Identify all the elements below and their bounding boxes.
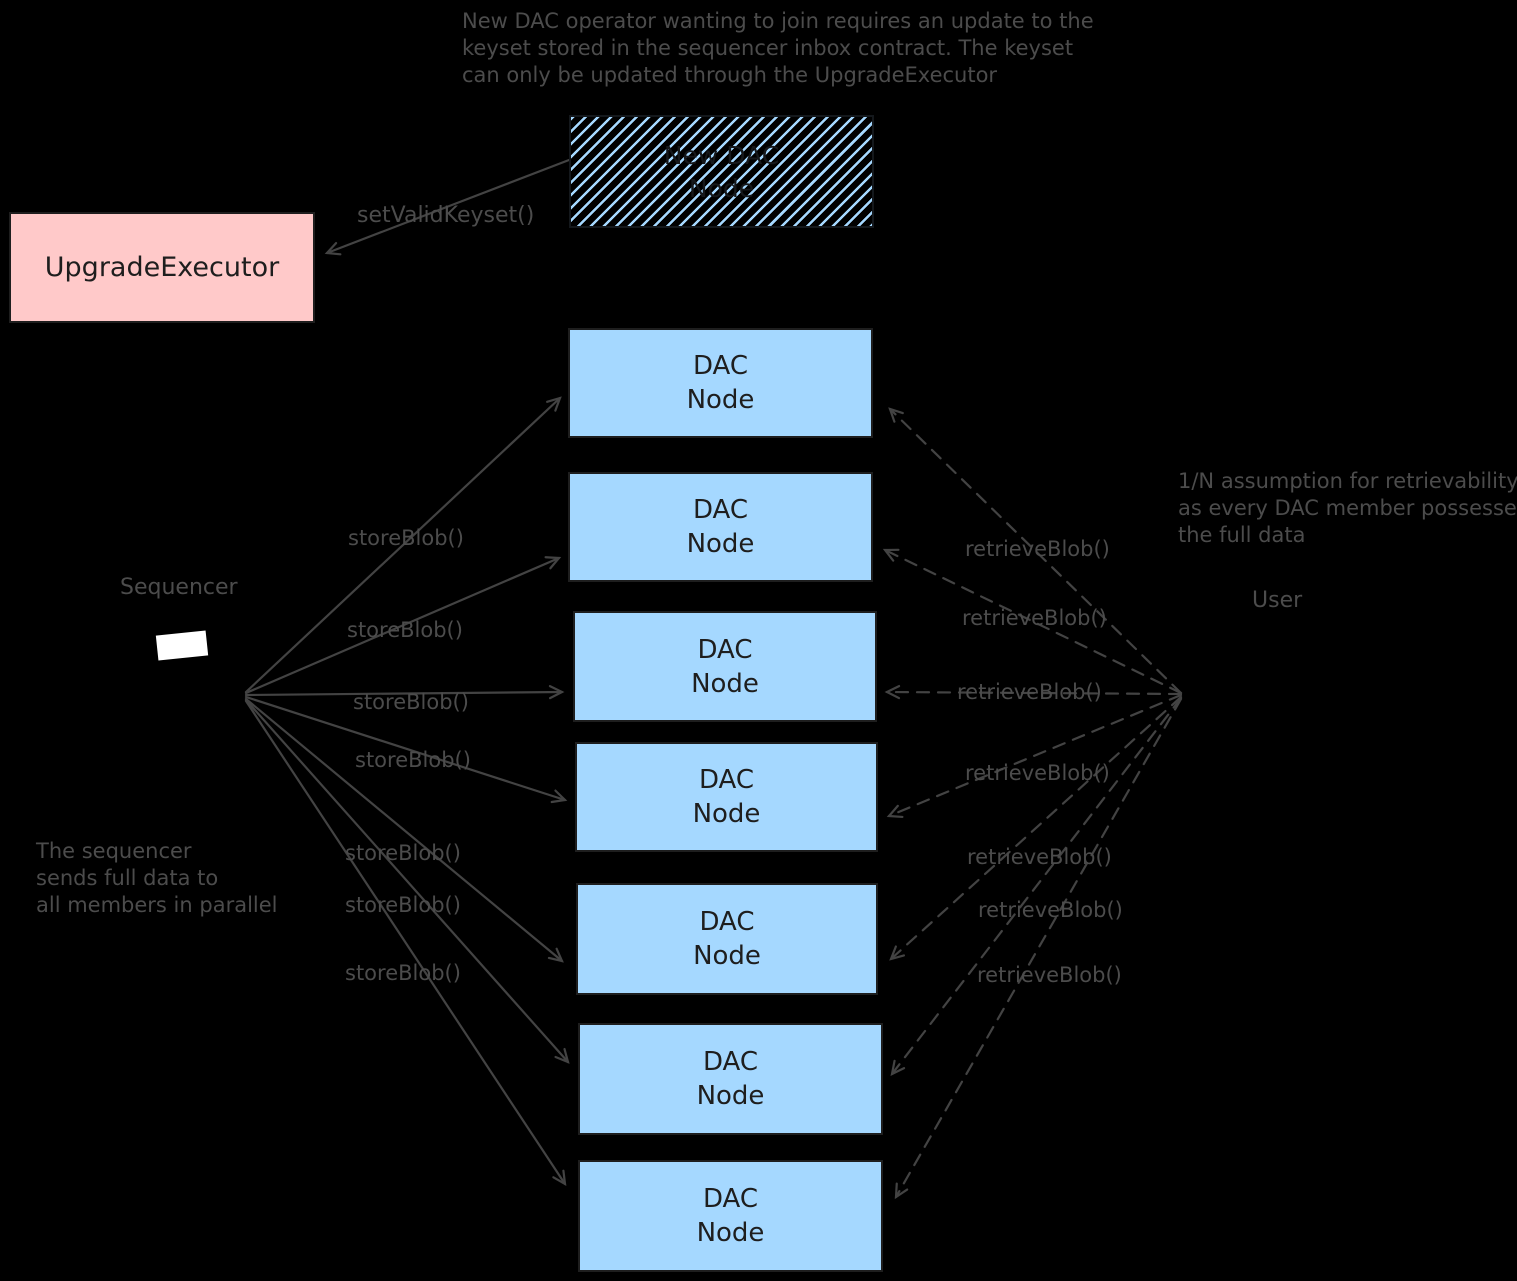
new-dac-node-label: Node xyxy=(688,173,755,203)
new-dac-node: New DAC Node xyxy=(569,115,874,228)
store-blob-arrow xyxy=(244,556,562,695)
dac-node-label: Node xyxy=(693,941,761,971)
store-blob-arrow xyxy=(244,695,568,804)
store-blob-arrow xyxy=(244,685,565,700)
store-blob-arrow xyxy=(244,698,570,1064)
dac-node-5: DAC Node xyxy=(576,883,878,995)
note-line: 1/N assumption for retrievability, xyxy=(1178,469,1517,493)
new-dac-node-label: New DAC xyxy=(663,140,780,170)
store-blob-label: storeBlob() xyxy=(345,893,461,917)
note-line: The sequencer xyxy=(36,839,192,863)
store-blob-label: storeBlob() xyxy=(347,618,463,642)
retrieve-blob-label: retrieveBlob() xyxy=(978,898,1123,922)
set-valid-keyset-arrow xyxy=(324,158,571,256)
note-line: the full data xyxy=(1178,523,1306,547)
retrieve-blob-arrow xyxy=(884,684,1183,700)
dac-node-4: DAC Node xyxy=(575,742,878,852)
note-line: as every DAC member possesses xyxy=(1178,496,1517,520)
retrieve-blob-arrow xyxy=(882,548,1183,695)
store-blob-label: storeBlob() xyxy=(348,526,464,550)
set-valid-keyset-label: setValidKeyset() xyxy=(357,203,535,228)
retrieve-blob-arrow xyxy=(889,695,1183,961)
store-blob-label: storeBlob() xyxy=(345,841,461,865)
dac-node-6: DAC Node xyxy=(578,1023,883,1135)
note-line: New DAC operator wanting to join require… xyxy=(462,9,1094,33)
retrieve-blob-arrow xyxy=(890,696,1183,1076)
retrieve-blob-arrow xyxy=(888,407,1183,695)
store-blob-arrow xyxy=(244,697,564,963)
dac-node-label: Node xyxy=(696,1218,765,1248)
store-blob-arrow xyxy=(244,699,567,1187)
note-line: all members in parallel xyxy=(36,893,278,917)
note-line: keyset stored in the sequencer inbox con… xyxy=(462,36,1074,60)
note-keyset-update: New DAC operator wanting to join require… xyxy=(462,8,1094,89)
retrieve-blob-arrow xyxy=(894,697,1183,1200)
note-retrievability: 1/N assumption for retrievability, as ev… xyxy=(1178,468,1517,549)
store-blob-arrow xyxy=(244,396,562,694)
dac-node-label: DAC xyxy=(699,907,755,937)
sequencer-label: Sequencer xyxy=(120,575,238,600)
upgrade-executor-label: UpgradeExecutor xyxy=(44,251,280,283)
upgrade-executor-node: UpgradeExecutor xyxy=(9,212,315,323)
dac-node-3: DAC Node xyxy=(573,611,877,722)
note-parallel-send: The sequencer sends full data to all mem… xyxy=(36,838,278,919)
store-blob-label: storeBlob() xyxy=(345,961,461,985)
retrieve-blob-label: retrieveBlob() xyxy=(962,606,1107,630)
dac-node-label: Node xyxy=(691,668,759,699)
dac-node-label: DAC xyxy=(692,495,749,525)
dac-node-label: Node xyxy=(692,799,761,829)
note-line: sends full data to xyxy=(36,866,219,890)
dac-node-label: Node xyxy=(686,529,755,559)
note-line: can only be updated through the UpgradeE… xyxy=(462,63,998,87)
dac-node-label: Node xyxy=(686,385,755,415)
dac-node-label: DAC xyxy=(698,765,755,795)
user-label: User xyxy=(1252,588,1303,613)
retrieve-blob-label: retrieveBlob() xyxy=(977,963,1122,987)
store-blob-label: storeBlob() xyxy=(353,690,469,714)
retrieve-blob-label: retrieveBlob() xyxy=(967,845,1112,869)
sequencer-icon xyxy=(155,630,209,661)
dac-node-label: DAC xyxy=(702,1184,759,1214)
retrieve-blob-label: retrieveBlob() xyxy=(965,537,1110,561)
dac-node-2: DAC Node xyxy=(568,472,873,582)
dac-node-label: DAC xyxy=(702,1047,759,1077)
dac-node-7: DAC Node xyxy=(578,1160,883,1272)
retrieve-blob-label: retrieveBlob() xyxy=(957,680,1102,704)
dac-node-label: Node xyxy=(696,1081,765,1111)
dac-node-label: DAC xyxy=(697,634,753,665)
retrieve-blob-arrow xyxy=(886,693,1183,819)
dac-node-label: DAC xyxy=(692,351,749,381)
dac-node-1: DAC Node xyxy=(568,328,873,438)
retrieve-blob-label: retrieveBlob() xyxy=(965,761,1110,785)
store-blob-label: storeBlob() xyxy=(355,748,471,772)
